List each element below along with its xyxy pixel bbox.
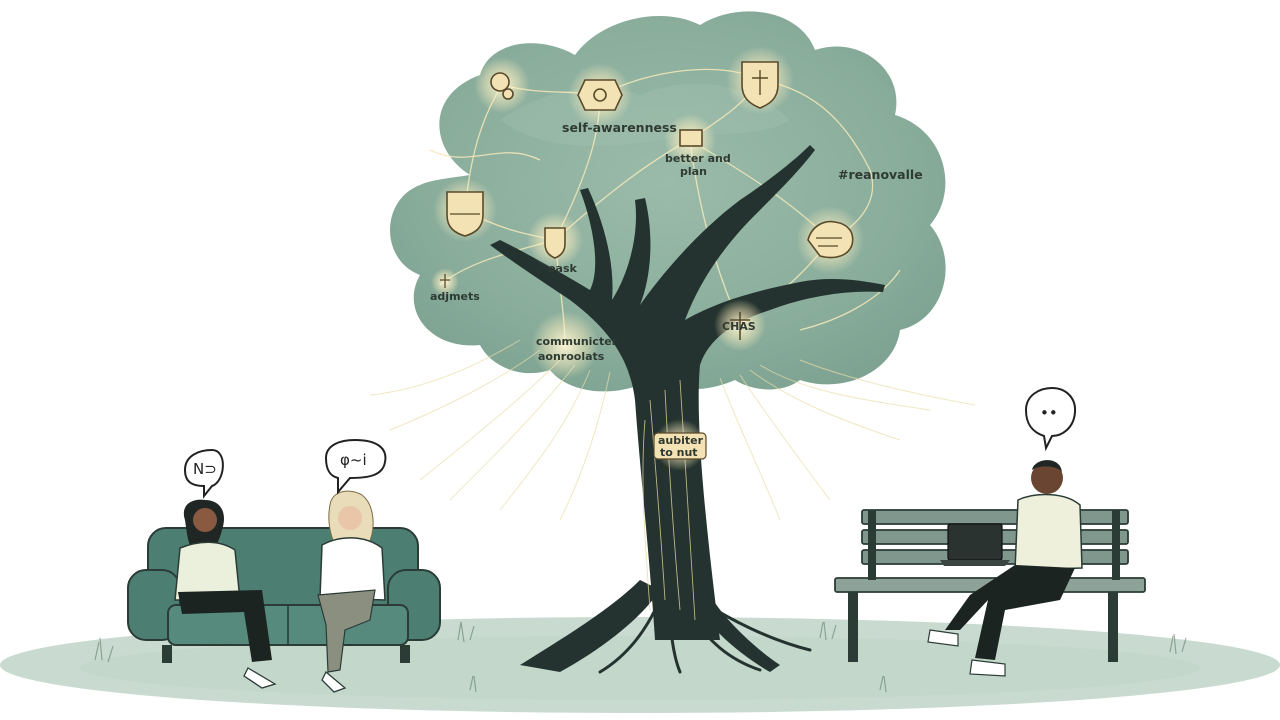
balance-node-icon [714,299,766,351]
label-better-and-2: plan [680,165,707,178]
label-lower-right: CHAS [722,320,756,333]
magnifier-node-icon [474,57,530,113]
tree-trunk [490,145,885,674]
label-self-awareness: self-awarenness [562,120,677,135]
label-center-mid: oask [548,262,578,275]
shield-node-icon [527,212,583,268]
speech-text-middle: φ~i [340,451,367,469]
speech-node-icon [796,206,864,274]
small-scale-node-icon [431,268,459,296]
concept-nodes [431,46,864,471]
hanging-light-strands [369,339,976,521]
person-middle [317,490,386,693]
gear-node-icon [568,63,632,127]
person-right [927,460,1083,677]
laptop-icon [947,523,1003,561]
badge-node-icon [433,178,497,242]
lower-left-glow [531,311,599,379]
label-trunk-1: aubiter [658,434,704,447]
label-top-right: #reanovalle [838,167,923,182]
laptop-node-icon [664,114,716,166]
speech-text-right: •• [1040,404,1058,422]
speech-bubble-left: N⊃ [183,448,224,499]
tree-labels: self-awarenness better and plan #reanova… [430,120,923,459]
speech-text-left: N⊃ [193,460,217,478]
label-lower-left-2: aonroolats [538,350,605,363]
label-lower-left-1: communicter [536,335,618,348]
trunk-node-glow [653,419,707,471]
label-trunk-2: to nut [660,446,698,459]
shield-scales-node-icon [726,46,794,114]
speech-bubble-right: •• [1024,386,1077,452]
person-left [174,499,277,689]
speech-bubble-middle: φ~i [324,438,387,495]
label-better-and: better and [665,152,731,165]
label-left-mid: adjmets [430,290,480,303]
